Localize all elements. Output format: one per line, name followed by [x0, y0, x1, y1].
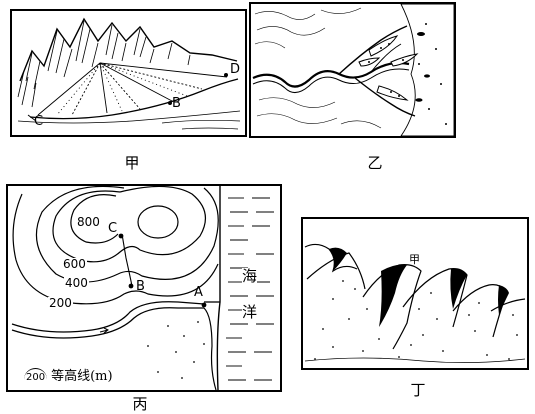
crescent-dunes-sketch: [304, 243, 526, 363]
caption-jia: 甲: [124, 154, 140, 172]
point-b-label: B: [136, 279, 145, 294]
point-c-label: C: [34, 114, 44, 129]
contour-map: [11, 186, 280, 390]
sea-label-hai: 海: [242, 267, 258, 285]
point-a-label: A: [194, 285, 203, 300]
contour-legend-text: 等高线(m): [51, 369, 113, 384]
contour-label-800: 800: [76, 215, 101, 229]
contour-legend: 200 等高线(m): [24, 368, 113, 385]
caption-ding: 丁: [410, 381, 426, 399]
sea-label-yang: 洋: [242, 303, 258, 321]
panel-jia: C B D: [10, 9, 247, 137]
river-delta-sketch: [252, 4, 454, 136]
contour-label-400: 400: [64, 276, 89, 290]
point-b-label: B: [172, 96, 181, 111]
panel-yi: [249, 2, 456, 138]
panel-bing: C B A 800 600 400 200 海 洋 200 等高线(m): [6, 184, 282, 392]
dune-marker-label: 甲: [409, 253, 420, 266]
caption-bing: 丙: [132, 395, 148, 413]
point-d-label: D: [230, 62, 241, 77]
contour-label-600: 600: [62, 257, 87, 271]
panel-ding: 甲: [301, 217, 529, 370]
caption-yi: 乙: [367, 154, 383, 172]
contour-legend-icon: 200: [24, 368, 48, 385]
point-c-label: C: [108, 221, 118, 236]
contour-label-200: 200: [48, 296, 73, 310]
alluvial-fan-sketch: [17, 17, 241, 130]
